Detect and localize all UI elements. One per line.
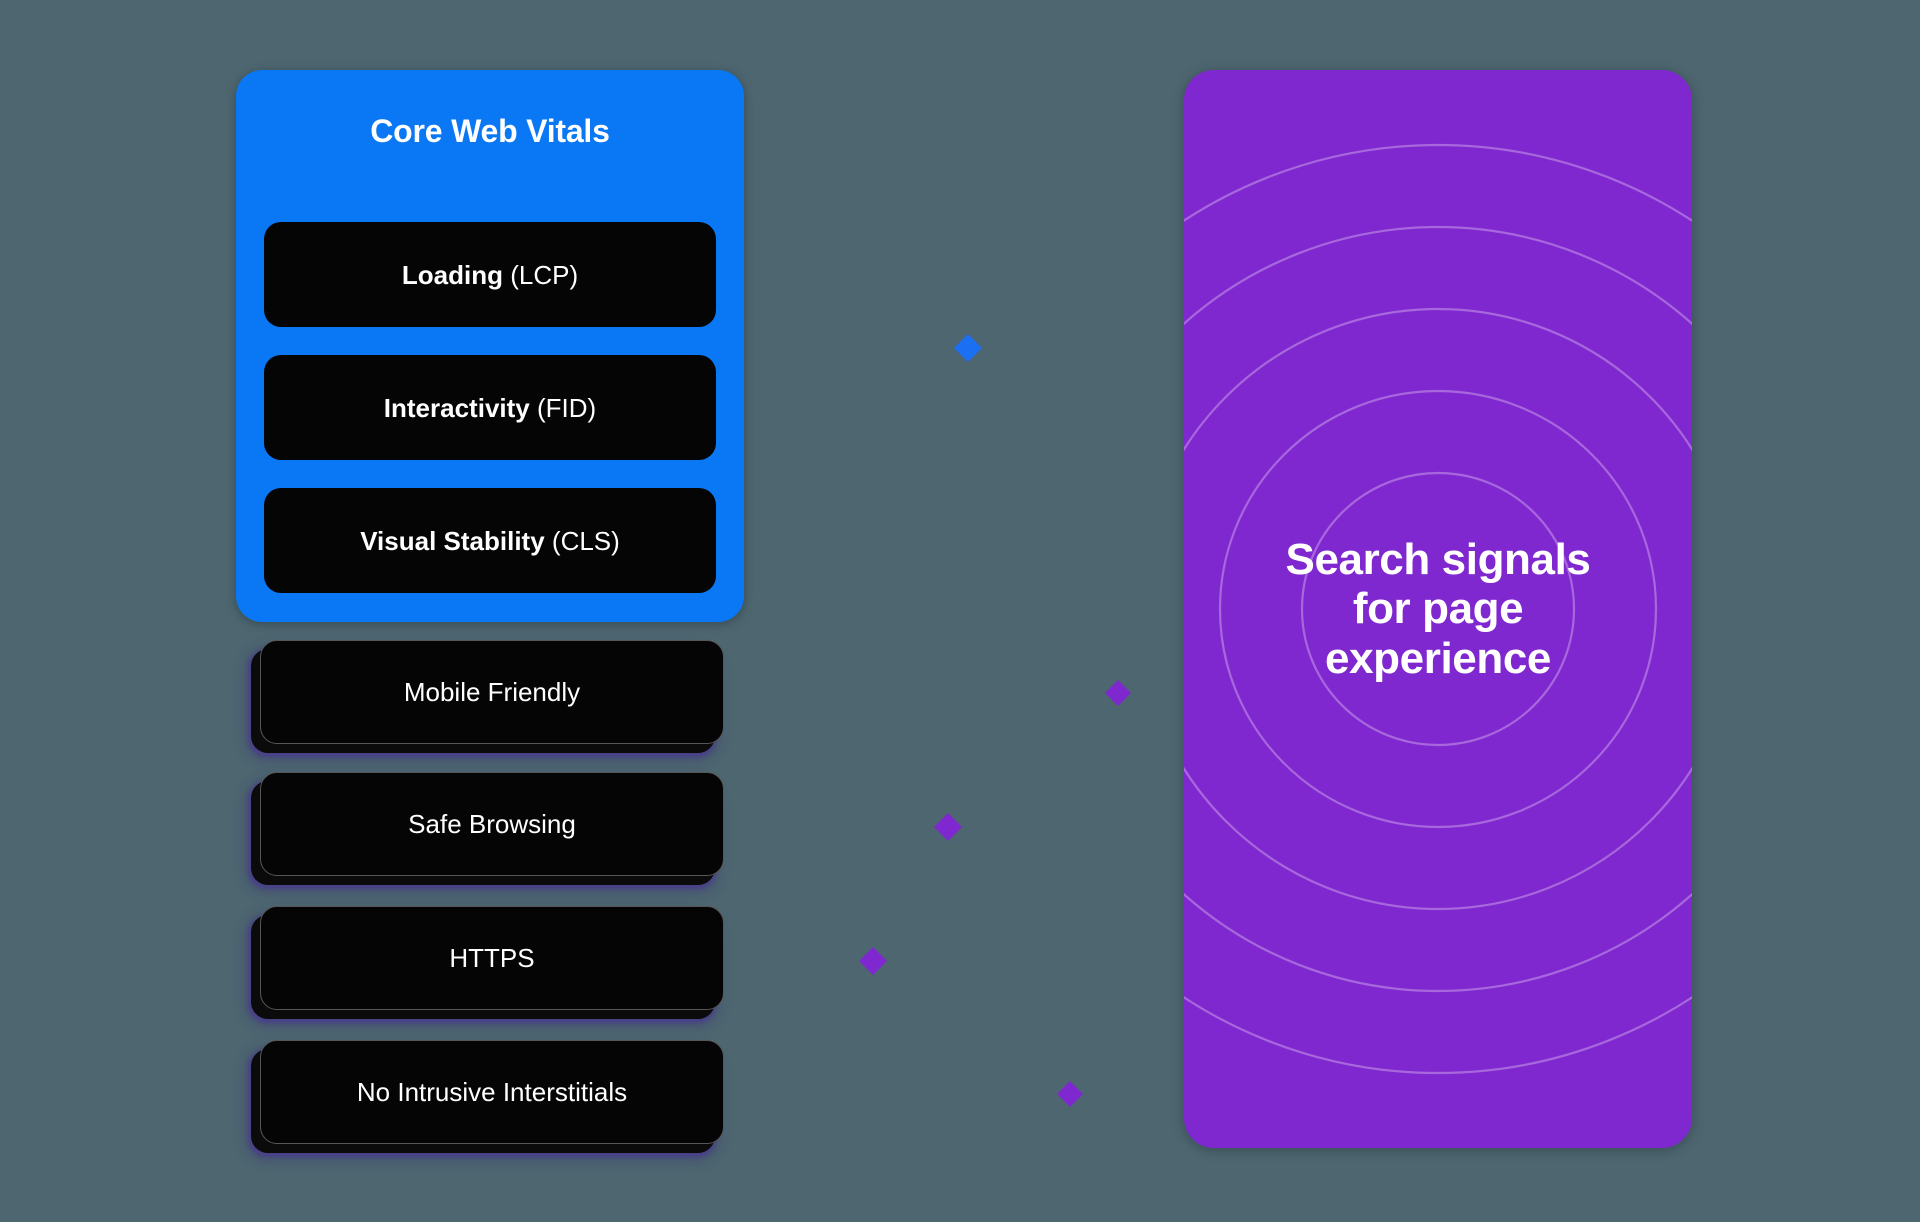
signal-label: No Intrusive Interstitials [356,1077,628,1107]
vital-item-fid[interactable]: Interactivity (FID) [264,355,716,460]
connector-no-intrusive-interstitials [722,1081,1190,1107]
connector-marker-diamond [859,947,887,975]
connector-safe-browsing [722,813,1190,841]
search-signals-line-3: experience [1325,633,1551,683]
signal-box-no-intrusive-interstitials[interactable]: No Intrusive Interstitials [260,1040,724,1144]
search-signals-line-2: for page [1352,584,1524,634]
signal-box-safe-browsing[interactable]: Safe Browsing [260,772,724,876]
connector-mobile-friendly [722,680,1190,706]
signal-label: Safe Browsing [408,809,576,839]
core-web-vitals-list: Loading (LCP) Interactivity (FID) Visual… [264,222,716,593]
connector-marker-diamond [954,334,982,362]
signal-box-https[interactable]: HTTPS [260,906,724,1010]
core-web-vitals-card[interactable]: Core Web Vitals Loading (LCP) Interactiv… [236,70,744,622]
search-signals-card[interactable]: Search signals for page experience [1184,70,1692,1148]
search-signals-line-1: Search signals [1285,535,1591,585]
vital-abbr: (LCP) [510,259,579,290]
vital-name: Interactivity [383,392,530,423]
connector-marker-diamond [1057,1081,1083,1107]
connector-core-web-vitals [730,334,1190,362]
vital-label: Loading (LCP) [402,262,578,288]
connector-https [722,947,1190,975]
signal-label: HTTPS [449,943,535,973]
vital-label: Visual Stability (CLS) [360,528,620,554]
vital-name: Loading [401,259,503,290]
vital-abbr: (FID) [536,392,597,423]
connector-marker-diamond [934,813,962,841]
concentric-rings-decoration [1184,144,1692,1074]
connector-marker-diamond [1105,680,1131,706]
vital-name: Visual Stability [360,525,545,556]
vital-item-lcp[interactable]: Loading (LCP) [264,222,716,327]
signal-box-mobile-friendly[interactable]: Mobile Friendly [260,640,724,744]
signal-label: Mobile Friendly [403,677,581,707]
vital-label: Interactivity (FID) [384,395,596,421]
vital-abbr: (CLS) [551,525,620,556]
search-signals-title: Search signals for page experience [1184,535,1692,683]
vital-item-cls[interactable]: Visual Stability (CLS) [264,488,716,593]
core-web-vitals-title: Core Web Vitals [370,113,610,149]
